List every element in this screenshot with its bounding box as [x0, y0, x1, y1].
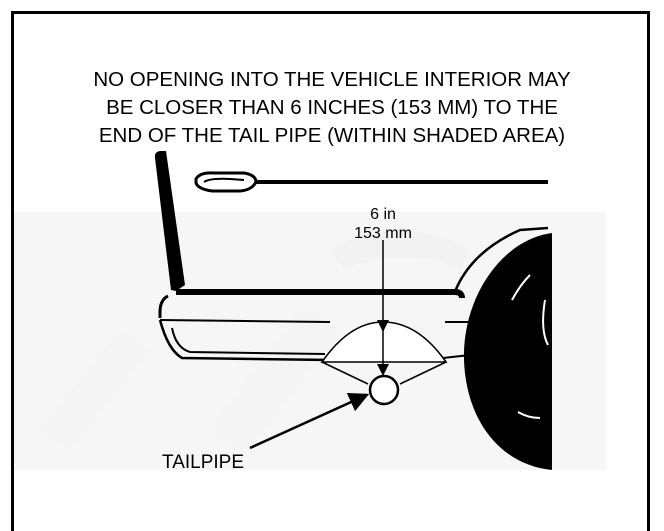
tailpipe-leader-line: [249, 393, 370, 450]
diagram-border: [11, 11, 650, 531]
tailpipe-opening: [368, 374, 400, 406]
rear-tire: [463, 233, 552, 470]
tailpipe-callout-label: TAILPIPE: [162, 452, 244, 473]
warning-line-3: END OF THE TAIL PIPE (WITHIN SHADED AREA…: [98, 124, 566, 147]
wheel-arch: [452, 226, 549, 295]
warning-line-2: BE CLOSER THAN 6 INCHES (153 MM) TO THE: [106, 96, 558, 119]
tailpipe-bracket: [321, 361, 447, 385]
warning-line-1: NO OPENING INTO THE VEHICLE INTERIOR MAY: [93, 68, 571, 91]
vehicle-upper-rail: [194, 171, 548, 193]
clearance-warning-text: NO OPENING INTO THE VEHICLE INTERIOR MAY…: [0, 66, 664, 150]
vehicle-rear-post: [154, 151, 185, 291]
dimension-imperial-label: 6 in: [370, 206, 396, 223]
dimension-metric-label: 153 mm: [354, 225, 412, 242]
